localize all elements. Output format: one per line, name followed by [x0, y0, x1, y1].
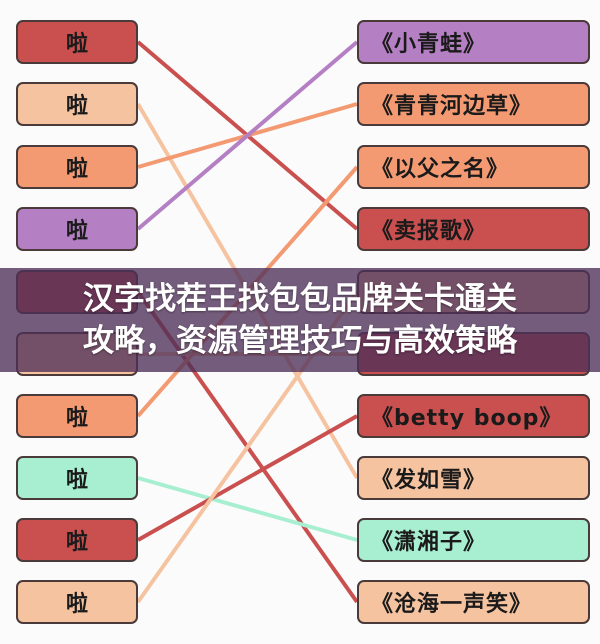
- right-item-4[interactable]: 《卖报歌》: [357, 207, 590, 251]
- left-item-10[interactable]: 啦: [16, 580, 138, 624]
- right-item-label: 《青青河边草》: [371, 94, 533, 119]
- left-item-2[interactable]: 啦: [16, 82, 138, 126]
- right-item-7[interactable]: 《betty boop》: [357, 394, 590, 438]
- connection-line-9: [137, 414, 358, 542]
- right-item-label: 《发如雪》: [371, 468, 487, 493]
- left-item-9[interactable]: 啦: [16, 518, 138, 562]
- left-item-label: 啦: [65, 592, 88, 617]
- left-item-7[interactable]: 啦: [16, 394, 138, 438]
- right-item-label: 《以父之名》: [371, 157, 510, 182]
- right-item-8[interactable]: 《发如雪》: [357, 456, 590, 500]
- title-line-2: 攻略，资源管理技巧与高效策略: [83, 323, 517, 359]
- left-item-3[interactable]: 啦: [16, 145, 138, 189]
- right-item-label: 《潇湘子》: [371, 530, 487, 555]
- left-item-label: 啦: [65, 406, 88, 431]
- right-item-label: 《小青蛙》: [371, 32, 487, 57]
- left-item-label: 啦: [65, 530, 88, 555]
- left-item-label: 啦: [65, 157, 88, 182]
- left-item-label: 啦: [65, 94, 88, 119]
- right-item-label: 《卖报歌》: [371, 219, 487, 244]
- right-item-10[interactable]: 《沧海一声笑》: [357, 580, 590, 624]
- right-item-label: 《沧海一声笑》: [371, 592, 533, 617]
- title-line-1: 汉字找茬王找包包品牌关卡通关: [83, 281, 517, 317]
- left-item-1[interactable]: 啦: [16, 20, 138, 64]
- right-item-1[interactable]: 《小青蛙》: [357, 20, 590, 64]
- connection-line-4: [136, 40, 359, 231]
- left-item-4[interactable]: 啦: [16, 207, 138, 251]
- right-item-2[interactable]: 《青青河边草》: [357, 82, 590, 126]
- left-item-8[interactable]: 啦: [16, 456, 138, 500]
- title-overlay: 汉字找茬王找包包品牌关卡通关 攻略，资源管理技巧与高效策略: [0, 268, 600, 372]
- right-item-9[interactable]: 《潇湘子》: [357, 518, 590, 562]
- left-item-label: 啦: [65, 32, 88, 57]
- right-item-label: 《betty boop》: [371, 406, 563, 431]
- right-item-3[interactable]: 《以父之名》: [357, 145, 590, 189]
- left-item-label: 啦: [65, 468, 88, 493]
- connection-line-8: [137, 476, 358, 542]
- left-item-label: 啦: [65, 219, 88, 244]
